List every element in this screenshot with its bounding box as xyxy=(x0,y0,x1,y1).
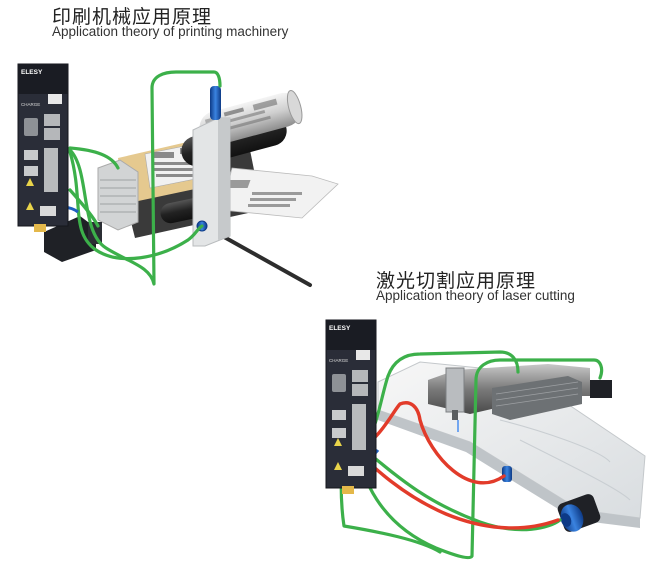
usb-port-top-2 xyxy=(352,370,368,382)
laser-title-en: Application theory of laser cutting xyxy=(376,288,575,303)
charge-label-2: CHARGE xyxy=(329,358,348,363)
gantry-carriage xyxy=(492,376,582,420)
qr-code xyxy=(48,94,62,104)
laser-servo-motor xyxy=(557,494,601,532)
drive-brand-label-2: ELESY xyxy=(329,325,351,332)
table-groove-2 xyxy=(519,439,631,501)
io-terminal-2 xyxy=(352,404,366,450)
ground-terminal xyxy=(34,224,46,232)
ethernet-port-4 xyxy=(332,428,346,438)
gantry-motor xyxy=(590,380,612,398)
drive-top-panel-2 xyxy=(326,320,376,350)
serial-port-2 xyxy=(332,374,346,392)
qr-code-2 xyxy=(356,350,370,360)
laser-head xyxy=(445,367,465,413)
side-frame-edge xyxy=(218,118,230,240)
rail-grooves xyxy=(495,381,579,407)
table-groove xyxy=(499,419,611,463)
controller-fins xyxy=(100,179,136,213)
usb-port-bottom-2 xyxy=(352,384,368,396)
printing-machine xyxy=(44,70,339,287)
encoder-cable xyxy=(68,70,222,286)
power-connector-2 xyxy=(348,466,364,476)
drive-brand-label: ELESY xyxy=(21,69,43,76)
serial-port xyxy=(24,118,38,136)
ethernet-port-3 xyxy=(332,410,346,420)
printing-title-cn: 印刷机械应用原理 xyxy=(52,6,213,28)
usb-port-bottom xyxy=(44,128,60,140)
drive-top-panel xyxy=(18,64,68,94)
warning-icon-4 xyxy=(334,462,342,470)
encoder-motor xyxy=(210,86,221,120)
usb-port-top xyxy=(44,114,60,126)
warning-icon xyxy=(26,178,34,186)
laser-cutting-machine xyxy=(339,350,646,560)
position-sensor xyxy=(502,466,512,482)
ethernet-port-2 xyxy=(24,166,38,176)
power-connector xyxy=(40,206,56,216)
charge-label: CHARGE xyxy=(21,102,40,107)
printing-title-en: Application theory of printing machinery xyxy=(52,24,289,39)
warning-icon-2 xyxy=(26,202,34,210)
tension-controller xyxy=(97,159,139,231)
ethernet-port-1 xyxy=(24,150,38,160)
io-terminal xyxy=(44,148,58,192)
servo-motor xyxy=(44,216,96,262)
servo-drive-printing: ELESY CHARGE xyxy=(17,63,69,232)
laser-title-cn: 激光切割应用原理 xyxy=(376,270,537,292)
warning-icon-3 xyxy=(334,438,342,446)
servo-drive-laser: ELESY CHARGE xyxy=(325,319,377,494)
ground-terminal-2 xyxy=(342,486,354,494)
laser-nozzle xyxy=(452,410,458,420)
